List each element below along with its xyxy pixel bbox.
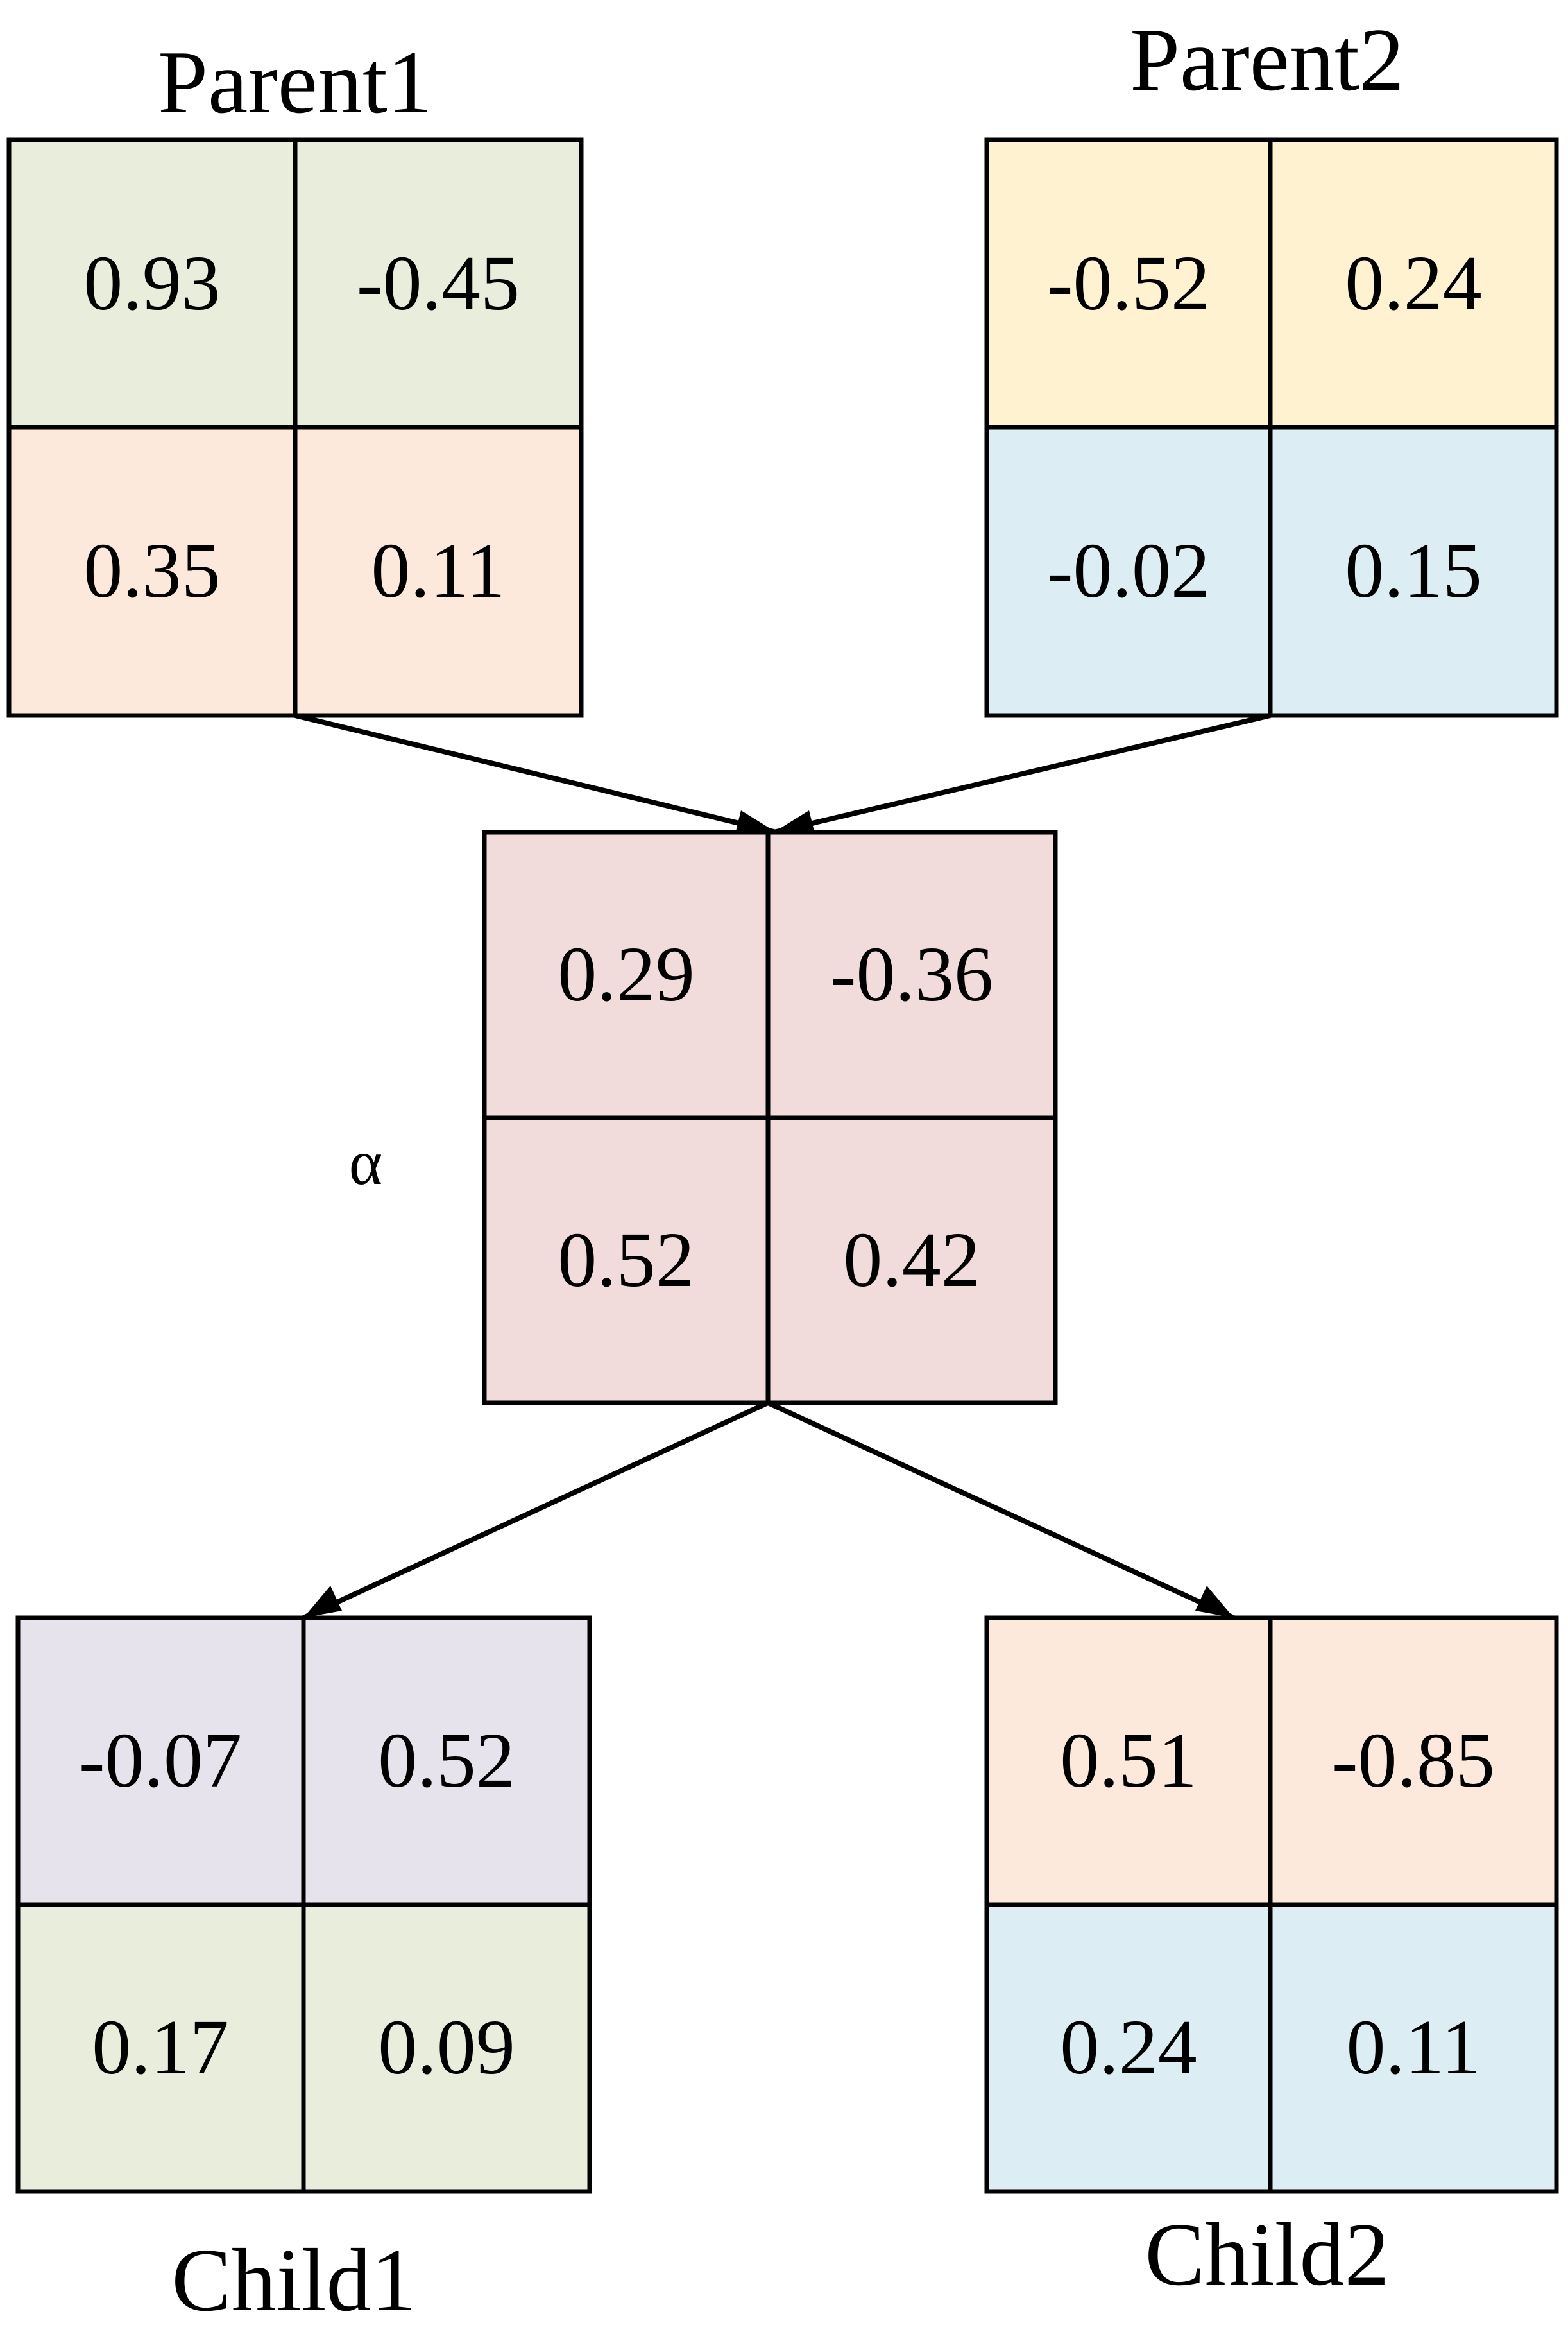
connectors: [294, 713, 1271, 1620]
cell-parent1-0: [9, 140, 295, 427]
value-child2-2: 0.24: [1060, 2004, 1197, 2091]
value-child1-1: 0.52: [378, 1717, 515, 1804]
cell-alpha-2: [484, 1118, 768, 1403]
value-parent1-1: -0.45: [357, 240, 520, 327]
cell-child2-2: [987, 1905, 1270, 2191]
cell-child1-3: [303, 1905, 590, 2191]
title-child2: Child2: [1145, 2205, 1389, 2304]
cell-child2-1: [1270, 1618, 1556, 1905]
cell-parent2-1: [1270, 140, 1556, 427]
title-parent1: Parent1: [158, 33, 432, 132]
arrow-alpha-to-child1: [302, 1400, 769, 1620]
matrix-parent1: Parent1 0.93 -0.45 0.35 0.11: [6, 33, 584, 718]
arrow-alpha-to-child2: [767, 1400, 1235, 1620]
cell-alpha-0: [484, 832, 768, 1118]
value-alpha-1: -0.36: [830, 931, 993, 1018]
alpha-label: α: [349, 1127, 382, 1198]
arrow-parent2-to-alpha: [773, 713, 1271, 835]
title-child1: Child1: [171, 2231, 416, 2330]
cell-child1-0: [18, 1618, 303, 1905]
matrix-parent2: Parent2 -0.52 0.24 -0.02 0.15: [984, 10, 1559, 718]
value-parent2-0: -0.52: [1047, 240, 1210, 327]
arrow-parent1-to-alpha-head: [735, 810, 776, 836]
value-child1-2: 0.17: [92, 2004, 229, 2091]
cell-parent2-0: [987, 140, 1270, 427]
cell-child2-3: [1270, 1905, 1556, 2191]
matrix-alpha: α 0.29 -0.36 0.52 0.42: [349, 830, 1058, 1405]
title-parent2: Parent2: [1130, 10, 1404, 110]
value-alpha-2: 0.52: [558, 1217, 695, 1303]
cell-parent1-3: [295, 427, 581, 716]
arrow-parent2-to-alpha-head: [774, 810, 815, 836]
arrow-parent1-to-alpha: [294, 713, 777, 835]
cell-child2-0: [987, 1618, 1270, 1905]
value-parent1-0: 0.93: [83, 240, 221, 327]
arrow-alpha-to-child1-head: [303, 1586, 342, 1618]
cell-child1-2: [18, 1905, 303, 2191]
cell-alpha-3: [768, 1118, 1055, 1403]
value-child2-1: -0.85: [1332, 1717, 1495, 1804]
value-parent2-2: -0.02: [1047, 527, 1210, 614]
value-parent1-2: 0.35: [83, 527, 221, 614]
value-parent2-3: 0.15: [1345, 527, 1482, 614]
cell-parent1-2: [9, 427, 295, 716]
cell-alpha-1: [768, 832, 1055, 1118]
cell-child1-1: [303, 1618, 590, 1905]
matrix-child2: 0.51 -0.85 0.24 0.11 Child2: [984, 1615, 1559, 2304]
value-alpha-0: 0.29: [558, 931, 695, 1018]
arrow-alpha-to-child2-head: [1195, 1586, 1234, 1618]
value-child1-0: -0.07: [79, 1717, 242, 1804]
value-child1-3: 0.09: [378, 2004, 515, 2091]
cell-parent2-2: [987, 427, 1270, 716]
matrix-child1: -0.07 0.52 0.17 0.09 Child1: [15, 1615, 592, 2330]
value-child2-0: 0.51: [1060, 1717, 1197, 1804]
value-parent2-1: 0.24: [1345, 240, 1482, 327]
cell-parent2-3: [1270, 427, 1556, 716]
value-child2-3: 0.11: [1347, 2004, 1481, 2091]
cell-parent1-1: [295, 140, 581, 427]
value-parent1-3: 0.11: [371, 527, 506, 614]
value-alpha-3: 0.42: [843, 1217, 980, 1303]
